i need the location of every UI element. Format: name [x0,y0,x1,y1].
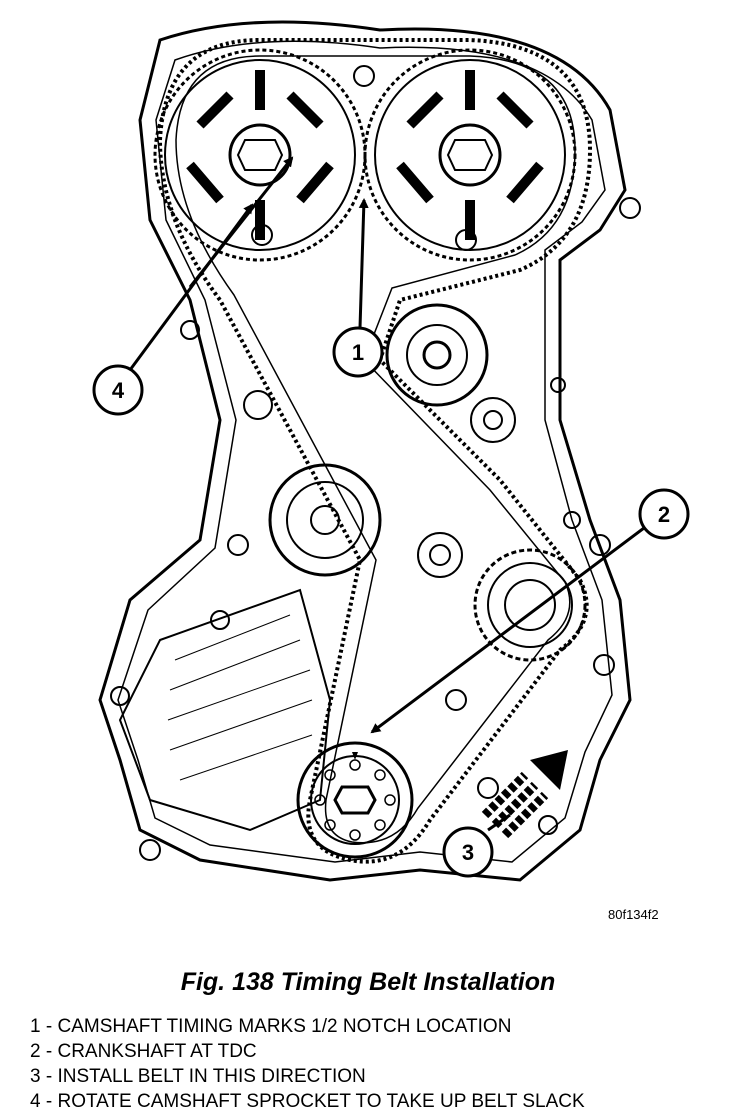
legend-text: ROTATE CAMSHAFT SPROCKET TO TAKE UP BELT… [57,1091,585,1112]
callout-3-leader [487,813,511,832]
engine-block-inner-outline [117,40,613,863]
figure-id: 80f134f2 [608,907,659,922]
lower-cover-panel [118,588,332,832]
water-pump-pulley [417,532,463,578]
lower-cover-shading [167,614,313,781]
timing-belt [157,38,593,864]
oil-pump-sprocket [473,548,587,662]
legend-text: CRANKSHAFT AT TDC [57,1041,257,1062]
engine-block-outline [98,20,632,882]
mounting-bolts [110,65,641,861]
callout-2-leader [370,523,649,734]
right-camshaft-sprocket [363,48,577,262]
callout-2-label: 2 [658,502,670,527]
legend-number: 4 [30,1091,41,1112]
callout-1-label: 1 [352,340,364,365]
legend-text: INSTALL BELT IN THIS DIRECTION [57,1066,366,1087]
callout-2: 2 [638,488,690,540]
legend-text: CAMSHAFT TIMING MARKS 1/2 NOTCH LOCATION [57,1016,512,1037]
tensioner-pulley [385,303,516,443]
callout-1-leader-a [358,198,369,329]
callout-legend: 1 - CAMSHAFT TIMING MARKS 1/2 NOTCH LOCA… [30,1014,730,1114]
timing-belt-diagram: 1 2 3 4 [92,20,690,882]
legend-item: 2 - CRANKSHAFT AT TDC [30,1041,257,1062]
belt-direction-arrow [481,750,568,839]
callout-4-leader-b [188,156,294,288]
legend-item: 3 - INSTALL BELT IN THIS DIRECTION [30,1066,366,1087]
callout-3: 3 [442,826,494,878]
legend-number: 1 [30,1016,41,1037]
callout-4-label: 4 [112,378,125,403]
figure-caption: Fig. 138 Timing Belt Installation [180,968,556,996]
left-camshaft-sprocket [153,48,367,262]
legend-item: 4 - ROTATE CAMSHAFT SPROCKET TO TAKE UP … [30,1091,585,1112]
crankshaft-sprocket [296,741,414,859]
legend-number: 2 [30,1041,41,1062]
callout-1: 1 [332,326,384,378]
callout-4: 4 [92,364,144,416]
legend-item: 1 - CAMSHAFT TIMING MARKS 1/2 NOTCH LOCA… [30,1016,512,1037]
idler-pulley [243,390,382,577]
callout-3-label: 3 [462,840,474,865]
legend-number: 3 [30,1066,41,1087]
